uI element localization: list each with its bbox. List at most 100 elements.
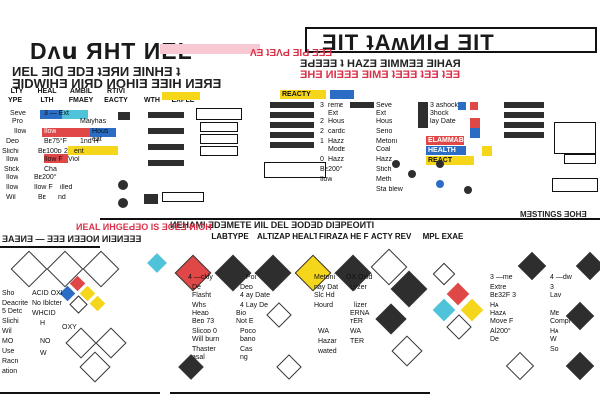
table-cell: Ilow (44, 128, 57, 135)
list-item: H (40, 320, 46, 327)
badge-label: REACTY (282, 91, 311, 98)
left-header-cell: RTIVI (107, 88, 125, 95)
table-cell: Ilow F (44, 156, 63, 163)
circle-icon (408, 170, 416, 178)
table-cell: Pro (12, 118, 23, 125)
table-cell: Bᴇ (38, 194, 47, 201)
table-cell: 2 (320, 128, 324, 135)
table-cell: 3hock (430, 110, 449, 117)
outline-box (200, 146, 238, 156)
swatch-blue (90, 128, 116, 137)
list-item: Mᴏve F (490, 318, 514, 325)
bottom-header-cell: MPL EXAE (422, 232, 464, 241)
list-item: Haᴢᴀ (490, 310, 506, 317)
list-item: WA (318, 328, 330, 335)
section-divider (170, 392, 430, 394)
table-cell: 2 (64, 148, 68, 155)
list-item: Wil (2, 328, 12, 335)
table-cell: Sta bleᴡ (376, 186, 403, 193)
table-cell: Slichi (2, 148, 19, 155)
table-cell: Ilow (6, 184, 19, 191)
list-item: Not E (236, 318, 254, 325)
left-header-highlight (162, 92, 200, 100)
list-item: Hᴀ (550, 328, 559, 335)
table-cell: 0 (320, 156, 324, 163)
table-cell: 1nd H (80, 138, 99, 145)
left-header-cell: YPE (7, 97, 22, 104)
list-item: Flasht (192, 292, 212, 299)
swatch-red (42, 128, 90, 137)
list-item: ng (240, 354, 248, 361)
hazard-diamond-icon (254, 254, 292, 292)
dark-block (418, 102, 428, 128)
swatch-red (44, 154, 68, 163)
table-cell: Seve (10, 110, 26, 117)
bottom-header-cell: FIRAZA HE FIRD (319, 232, 369, 241)
list-item: Mᴇ (550, 310, 560, 317)
hazard-diamond-icon (79, 351, 111, 383)
table-cell: Bᴇ200° (34, 174, 57, 181)
badge-label: ELAMMAB (428, 137, 464, 144)
swatch-red (470, 102, 478, 110)
table-cell: 1 (320, 138, 324, 145)
left-table-header: LTY HEAL AMBIL RTIVI YPE LTH FMAEY EACTY… (0, 88, 200, 110)
table-cell: illed (60, 184, 73, 191)
left-header-cell: FMAEY (68, 97, 94, 104)
hazard-diamond-icon (565, 351, 595, 381)
table-cell: Maiyhas (80, 118, 107, 125)
table-cell: Bᴇ100ᴅ (38, 148, 62, 155)
table-cell: Bᴇ75°F (44, 138, 67, 145)
table-cell: Cha (44, 166, 57, 173)
hazard-diamond-icon (82, 250, 120, 288)
circle-icon (118, 198, 128, 208)
hazard-diamond-icon (266, 302, 292, 328)
list-item: Hᴀ (490, 302, 499, 309)
table-cell: ent (74, 148, 84, 155)
bottom-header-row: LABTYPE ALTIZAP HEALTHD FIRAZA HE FIRD A… (205, 228, 475, 244)
table-cell: Stich (376, 166, 392, 173)
badge-yellow (426, 156, 474, 165)
circle-icon (464, 186, 472, 194)
dark-block (148, 128, 184, 134)
dark-block (270, 132, 314, 138)
list-item: Heaᴅ (192, 310, 209, 317)
list-item: Slichi (2, 318, 19, 325)
bottom-banner: ИEHAMI ƎDƎMETE ИIL DEL ƎODƎD DIƎPEOИTI (170, 220, 375, 230)
list-item: OX Oxid (346, 274, 373, 281)
list-item: 5 Detc (2, 308, 23, 315)
table-cell: Coal (376, 146, 391, 153)
list-item: 3 —me (490, 274, 513, 281)
hazard-diamond-icon (89, 295, 106, 312)
dark-block (148, 160, 184, 166)
list-item: Slc Hd (314, 292, 335, 299)
list-item: W (550, 336, 557, 343)
table-cell: lay Date (430, 118, 456, 125)
outline-box (200, 134, 238, 144)
list-item: ACID OXI (32, 290, 63, 297)
list-item: 4 ay Date (240, 292, 270, 299)
table-cell: Stick (4, 166, 20, 173)
swatch-blue (458, 102, 466, 110)
dark-block (144, 194, 158, 204)
list-item: OXY (62, 324, 77, 331)
outline-box (564, 154, 596, 164)
badge-red (426, 136, 464, 145)
hazard-diamond-icon (505, 351, 535, 381)
left-icon-column (118, 108, 208, 218)
outline-box (162, 192, 204, 202)
bottom-middle-panel: 4 —ckly De Flasht Whs Heaᴅ Beᴅ 73 Slicoᴅ… (170, 246, 430, 396)
bottom-right-panel: 3 —me Extre Bᴇ32F 3 Hᴀ Haᴢᴀ Mᴏve F Al200… (430, 246, 600, 396)
circle-icon (392, 160, 400, 168)
table-cell: Ilow (6, 156, 19, 163)
table-cell: Wil (6, 194, 16, 201)
list-item: Poco (240, 328, 256, 335)
left-side-boxes (196, 108, 256, 158)
list-item: 3 (550, 284, 554, 291)
list-item: NO (40, 338, 51, 345)
list-item: Extre (490, 284, 507, 291)
table-cell: Deᴅ (6, 138, 19, 145)
dark-block (270, 102, 314, 108)
bottom-header-cell: ALTIZAP HEALTHD (257, 232, 317, 241)
hazard-diamond-icon (575, 251, 600, 281)
right-panel-title: ƎIT ʇAʍИIԀ ƎIT (322, 30, 495, 55)
